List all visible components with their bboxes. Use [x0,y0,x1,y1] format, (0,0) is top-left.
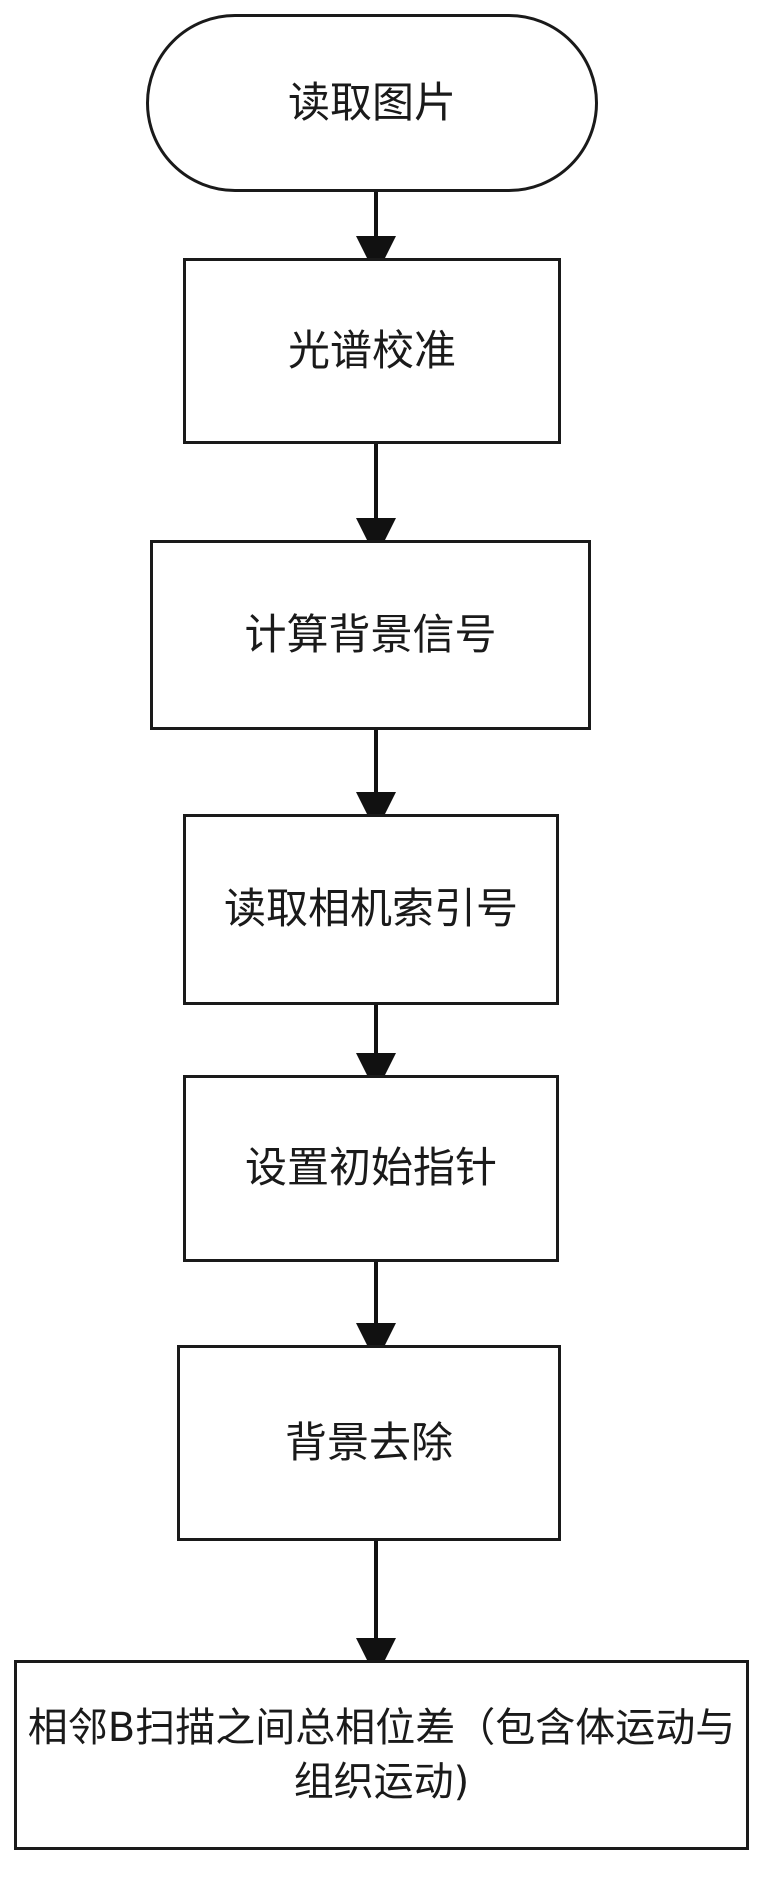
step-set-initial-pointer: 设置初始指针 [183,1075,559,1262]
step-compute-background-signal: 计算背景信号 [150,540,591,730]
step-label: 设置初始指针 [244,1143,497,1193]
step-label: 相邻B扫描之间总相位差（包含体运动与组织运动) [27,1705,736,1805]
step-label: 背景去除 [284,1417,453,1467]
step-label: 读取相机索引号 [223,884,518,934]
step-read-camera-index: 读取相机索引号 [183,814,559,1005]
step-label: 计算背景信号 [244,609,497,659]
step-spectral-calibration: 光谱校准 [183,258,561,444]
step-total-phase-difference: 相邻B扫描之间总相位差（包含体运动与组织运动) [14,1660,749,1850]
step-label: 光谱校准 [287,325,456,375]
step-background-removal: 背景去除 [177,1345,561,1541]
start-node: 读取图片 [146,14,598,192]
start-label: 读取图片 [287,77,456,127]
